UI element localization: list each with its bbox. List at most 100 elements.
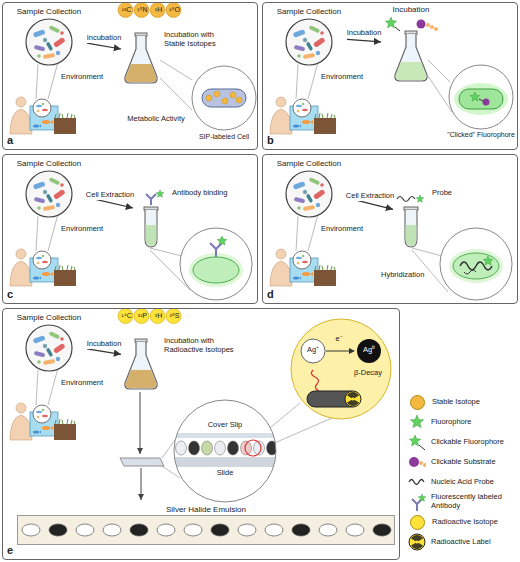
legend-icon-box [408, 533, 426, 551]
drawing-rect [306, 194, 314, 204]
drawing-circle [26, 19, 72, 65]
node-text: Incubation with Radioactive Isotopes [164, 337, 240, 354]
panel: bSample CollectionIncubation"Clicked" Fl… [262, 2, 518, 150]
vessel-drawing-box [121, 337, 161, 391]
drawing-line [326, 351, 350, 352]
node-text: SIP-labeled Cell [191, 133, 257, 141]
edge-label: Incubation [86, 340, 123, 349]
drawing-line [162, 440, 175, 458]
drawing-ellipse [157, 524, 175, 536]
drawing-path [411, 535, 423, 549]
drawing-circle [43, 344, 47, 348]
vessel-drawing [393, 189, 429, 249]
drawing-rect [294, 197, 306, 204]
drawing-circle [316, 203, 320, 207]
decay-zoom: Ag⁺e⁻Ag⁰β-Decay [289, 317, 393, 421]
drawing-ellipse [176, 441, 187, 455]
drawing-circle [230, 92, 236, 98]
legend-text: Stable Isotope [432, 398, 516, 407]
drawing-ellipse [373, 524, 391, 536]
legend-icon [408, 453, 426, 471]
legend-swatch [410, 515, 425, 530]
sample-node: Sample Collection [271, 159, 347, 218]
panel-letter: a [7, 134, 13, 147]
drawing-ellipse [238, 524, 256, 536]
legend-icon-box [408, 473, 426, 491]
zoom-circle: SIP-labeled Cell [191, 65, 257, 149]
legend-row: Radioactive Label [408, 532, 518, 552]
drawing-circle [37, 206, 41, 210]
drawing-line [140, 392, 141, 454]
drawing-path [409, 480, 424, 485]
isotope-label: ²H [151, 6, 166, 14]
node-text: Probe [432, 189, 472, 198]
node-drawing [17, 515, 395, 545]
drawing-rect [293, 29, 306, 38]
drawing-rect [33, 335, 46, 344]
drawing-circle [26, 325, 72, 371]
note-label: Environment [61, 379, 103, 388]
drawing-rect [202, 89, 246, 107]
isotope-label: ¹⁸O [167, 6, 182, 14]
drawing-circle [37, 360, 41, 364]
drawing-circle [320, 31, 324, 35]
drawing-circle [174, 400, 276, 502]
drawing-polygon [483, 256, 493, 265]
node-text: e⁻ [331, 335, 347, 344]
drawing-path [210, 243, 222, 257]
isotope-label: ¹⁵N [135, 6, 150, 14]
slide-zoom: Cover SlipSlide [173, 399, 277, 503]
panel: dSample CollectionProbeHybridizationEnvi… [262, 154, 518, 304]
drawing-rect [43, 205, 56, 211]
drawing-circle [449, 65, 513, 129]
note-label: Environment [61, 225, 103, 234]
drawing-ellipse [215, 441, 226, 455]
note-label: Environment [321, 225, 363, 234]
drawing-ellipse [189, 441, 200, 455]
isotope-label: ³²P [135, 312, 150, 320]
drawing-rect [34, 197, 46, 204]
node-text: "Clicked" Fluorophore [447, 131, 515, 139]
drawing-polygon [409, 435, 420, 446]
legend-text: Clickable Substrate [431, 458, 515, 467]
sample-node: Sample Collection [11, 159, 87, 218]
drawing-rect [404, 207, 418, 210]
drawing-circle [56, 203, 60, 207]
drawing-rect [43, 53, 56, 59]
legend-icon-box [408, 493, 426, 511]
drawing-circle [303, 190, 307, 194]
node-text: Silver Halide Emulsion [166, 505, 246, 514]
drawing-circle [222, 98, 228, 104]
drawing-ellipse [346, 524, 364, 536]
edge-label: Incubation [86, 34, 123, 43]
drawing-ellipse [211, 524, 229, 536]
drawing-circle [56, 357, 60, 361]
note-label: Environment [61, 73, 103, 82]
drawing-g [118, 3, 181, 18]
drawing-g [395, 31, 427, 81]
drawing-rect [293, 181, 306, 190]
drawing-circle [150, 3, 165, 18]
drawing-line [428, 76, 452, 112]
drawing-circle [291, 319, 391, 419]
drawing-circle [206, 95, 212, 101]
drawing-polygon [385, 17, 396, 28]
node-heading: Sample Collection [17, 159, 81, 168]
zoom-drawing [447, 63, 515, 131]
drawing-rect [33, 181, 46, 190]
isotope-label: ¹⁴C [119, 312, 134, 320]
node-text: Incubation with Stable Isotopes [164, 31, 226, 48]
drawing-ellipse [449, 249, 503, 283]
drawing-ellipse [454, 83, 508, 115]
drawing-polygon [418, 494, 426, 501]
legend-row: Nucleic Acid Probe [408, 472, 518, 492]
legend-text: Radioactive Isotope [432, 518, 516, 527]
node-heading: Sample Collection [17, 313, 81, 322]
drawing-ellipse [202, 441, 213, 455]
drawing-circle [286, 171, 332, 217]
isotope-label: ³⁵S [167, 312, 182, 320]
drawing-g [125, 33, 157, 83]
drawing-rect [53, 189, 66, 200]
drawing-circle [440, 228, 512, 300]
drawing-rect [303, 53, 316, 59]
